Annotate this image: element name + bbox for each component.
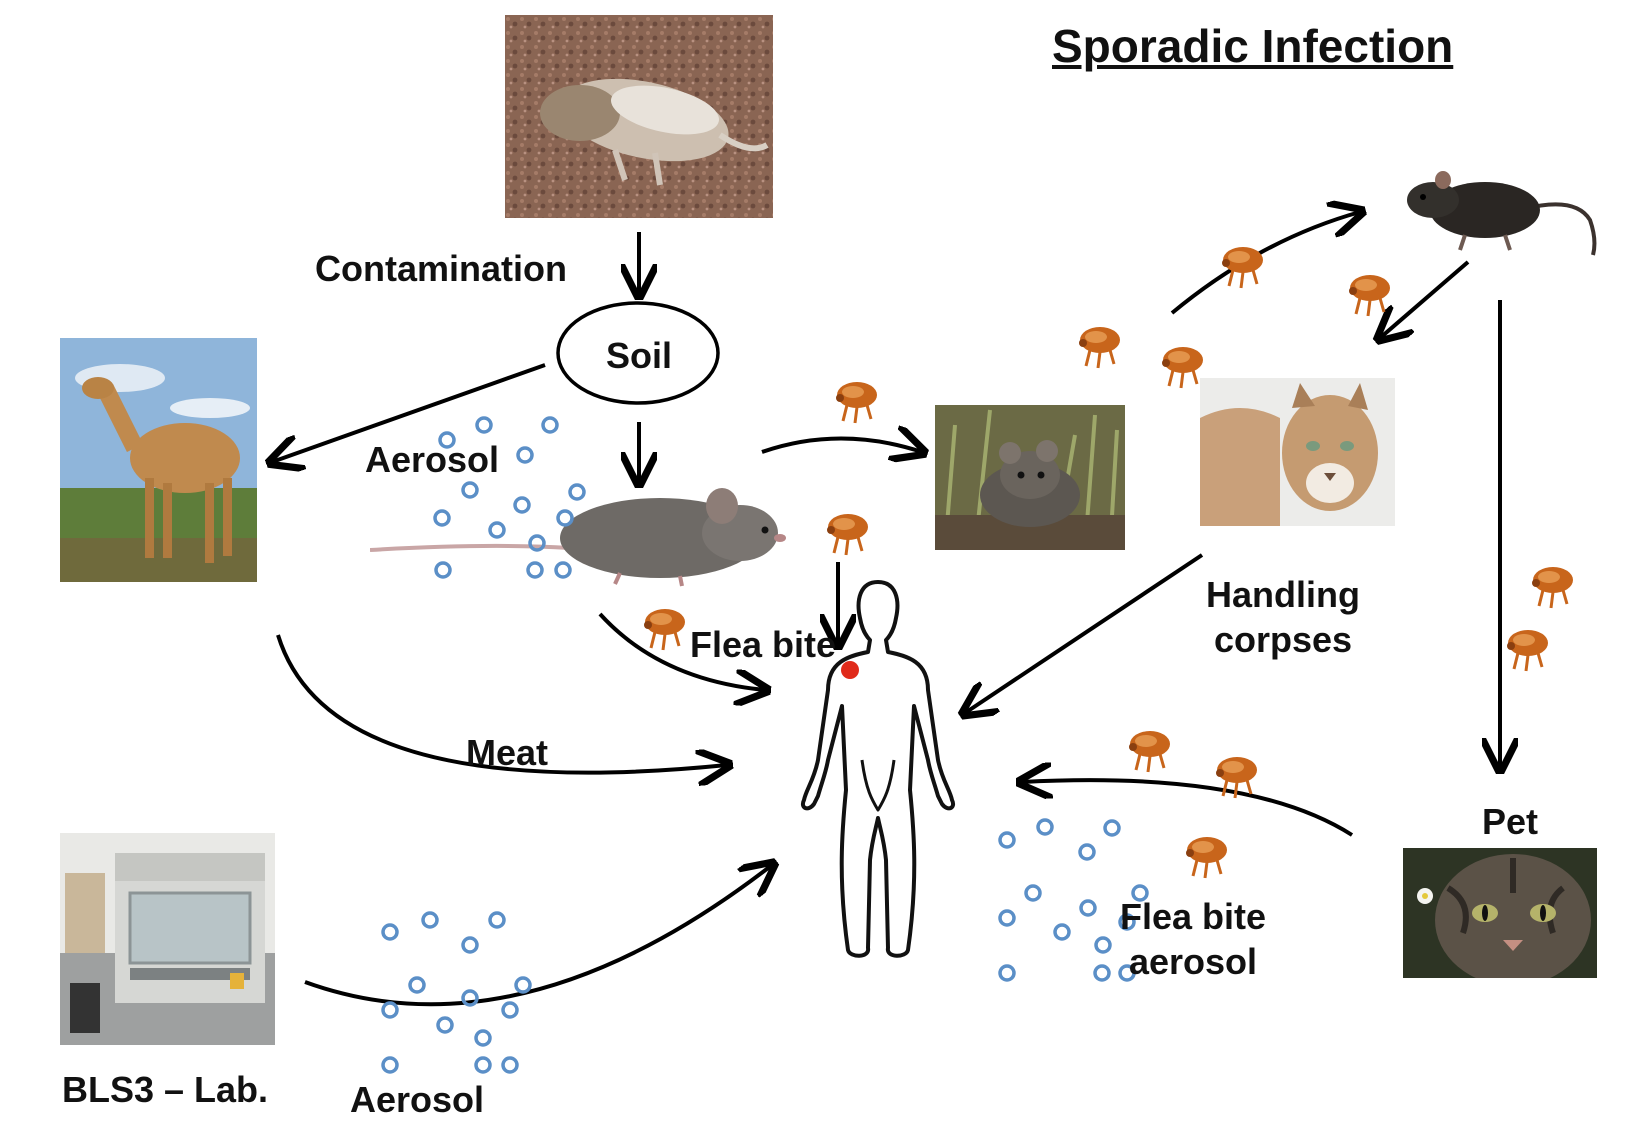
aerosol-droplet-icon [1094,936,1112,954]
arrow-corpses-to-human [965,553,1204,713]
arrow-soil-to-camel [272,363,546,462]
flea-icon [825,512,870,557]
field-mouse-photo [935,405,1125,550]
flea-icon [1530,565,1575,610]
arrow-mouse-to-fieldmouse [761,439,922,453]
flea-bite-aerosol-line2: aerosol [1128,941,1258,982]
aerosol-droplet-icon [1118,913,1136,931]
aerosol-droplet-icon [568,483,586,501]
aerosol-droplet-icon [433,509,451,527]
camel-photo [60,338,257,582]
handling-label-line2: corpses [1213,619,1353,660]
flea-icon [1214,755,1259,800]
aerosol-droplet-icon [381,1001,399,1019]
handling-label-line1: Handling [1206,574,1360,615]
aerosol-droplet-icon [1079,899,1097,917]
contamination-label: Contamination [315,248,567,289]
aerosol-droplet-icon [554,561,572,579]
flea-icon [1184,835,1229,880]
aerosol-droplet-icon [516,446,534,464]
aerosol-droplet-icon [1036,818,1054,836]
aerosol-droplet-icon [528,534,546,552]
flea-icon [834,380,879,425]
soil-node [556,301,720,405]
aerosol-droplet-icon [488,521,506,539]
human-body-icon [801,580,955,958]
aerosol-droplet-icon [1103,819,1121,837]
aerosol-droplet-icon [1024,884,1042,902]
flea-icon [1077,325,1122,370]
flea-icon [1220,245,1265,290]
flea-icon [1127,729,1172,774]
aerosol-droplet-icon [514,976,532,994]
arrow-rat-to-cougar [1380,260,1470,338]
aerosol-droplet-icon [998,964,1016,982]
aerosol-droplet-icon [474,1029,492,1047]
flea-icon [1347,273,1392,318]
aerosol-droplet-icon [998,831,1016,849]
arrow-lab-to-human [304,865,772,1007]
aerosol-droplet-icon [556,509,574,527]
cat-photo [1403,848,1597,978]
aerosol-droplet-icon [1093,964,1111,982]
aerosol-droplet-icon [998,909,1016,927]
arrow-fleas-to-rat [1170,212,1360,315]
aerosol-droplet-icon [501,1001,519,1019]
flea-bite-lesion [841,661,859,679]
aerosol-droplet-icon [436,1016,454,1034]
diagram-title: Sporadic Infection [1052,20,1454,72]
arrow-mouse-to-human [598,612,765,690]
aerosol-droplet-icon [1131,884,1149,902]
aerosol-droplet-icon [474,1056,492,1074]
soil-label: Soil [606,335,673,376]
lab-photo [60,833,275,1045]
cougar-photo [1200,378,1395,526]
aerosol-droplet-icon [541,416,559,434]
aerosol-top-label: Aerosol [365,439,500,480]
aerosol-droplet-icon [461,936,479,954]
aerosol-droplet-icon [438,431,456,449]
mouse-photo [370,488,805,588]
lab-label: BLS3 – Lab. [62,1069,269,1110]
aerosol-droplet-icon [381,1056,399,1074]
aerosol-droplet-icon [526,561,544,579]
dead-rodent-photo [505,15,773,218]
rat-photo [1405,165,1600,260]
aerosol-droplet-icon [1053,923,1071,941]
flea-bite-aerosol-line1: Flea bite [1120,896,1267,937]
handling-corpses-label: Handling corpses [1206,572,1360,662]
aerosol-droplet-icon [461,989,479,1007]
aerosol-droplet-icon [461,481,479,499]
aerosol-droplet-icon [434,561,452,579]
aerosol-droplet-icon [408,976,426,994]
aerosol-droplet-icon [1078,843,1096,861]
flea-icon [1505,628,1550,673]
pet-label: Pet [1482,801,1539,842]
aerosol-droplet-icon [381,923,399,941]
flea-icon [642,607,687,652]
aerosol-droplet-icon [488,911,506,929]
flea-bite-label: Flea bite [690,624,837,665]
flea-bite-aerosol-label: Flea bite aerosol [1120,894,1266,984]
aerosol-bottom-label: Aerosol [350,1079,485,1120]
arrow-camel-to-human [276,634,727,773]
arrow-pet-to-human [1022,780,1354,837]
aerosol-droplet-icon [501,1056,519,1074]
meat-label: Meat [466,732,549,773]
aerosol-droplet-icon [421,911,439,929]
aerosol-droplet-icon [475,416,493,434]
aerosol-droplet-icon [513,496,531,514]
flea-icon [1160,345,1205,390]
aerosol-droplet-icon [1118,964,1136,982]
